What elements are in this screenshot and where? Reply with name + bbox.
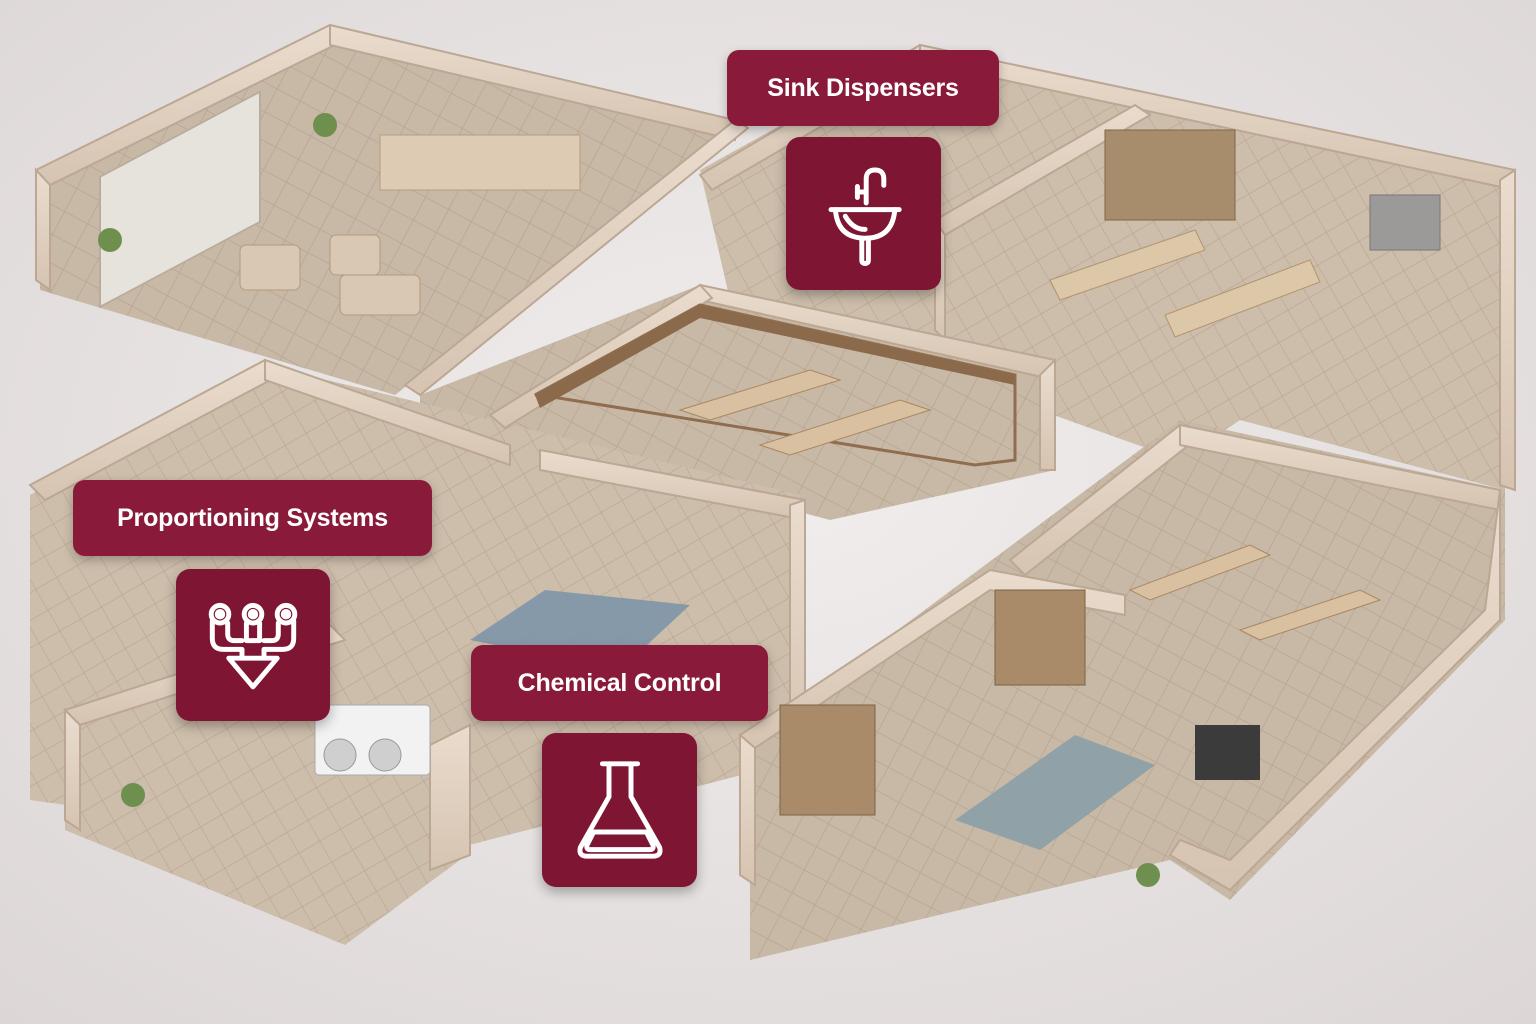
proportioning-systems-label[interactable]: Proportioning Systems bbox=[73, 480, 432, 556]
proportioning-systems-tile[interactable] bbox=[176, 569, 330, 721]
chemical-control-tile[interactable] bbox=[542, 733, 697, 887]
sink-dispensers-tile[interactable] bbox=[786, 137, 941, 290]
sink-dispensers-label[interactable]: Sink Dispensers bbox=[727, 50, 999, 126]
flask-icon bbox=[577, 761, 662, 859]
chemical-control-text: Chemical Control bbox=[517, 668, 722, 697]
sink-dispensers-text: Sink Dispensers bbox=[767, 73, 959, 102]
sink-icon bbox=[828, 167, 902, 266]
proportioning-systems-text: Proportioning Systems bbox=[117, 503, 388, 532]
chemical-control-label[interactable]: Chemical Control bbox=[471, 645, 768, 721]
proportioning-system-icon bbox=[208, 602, 298, 690]
